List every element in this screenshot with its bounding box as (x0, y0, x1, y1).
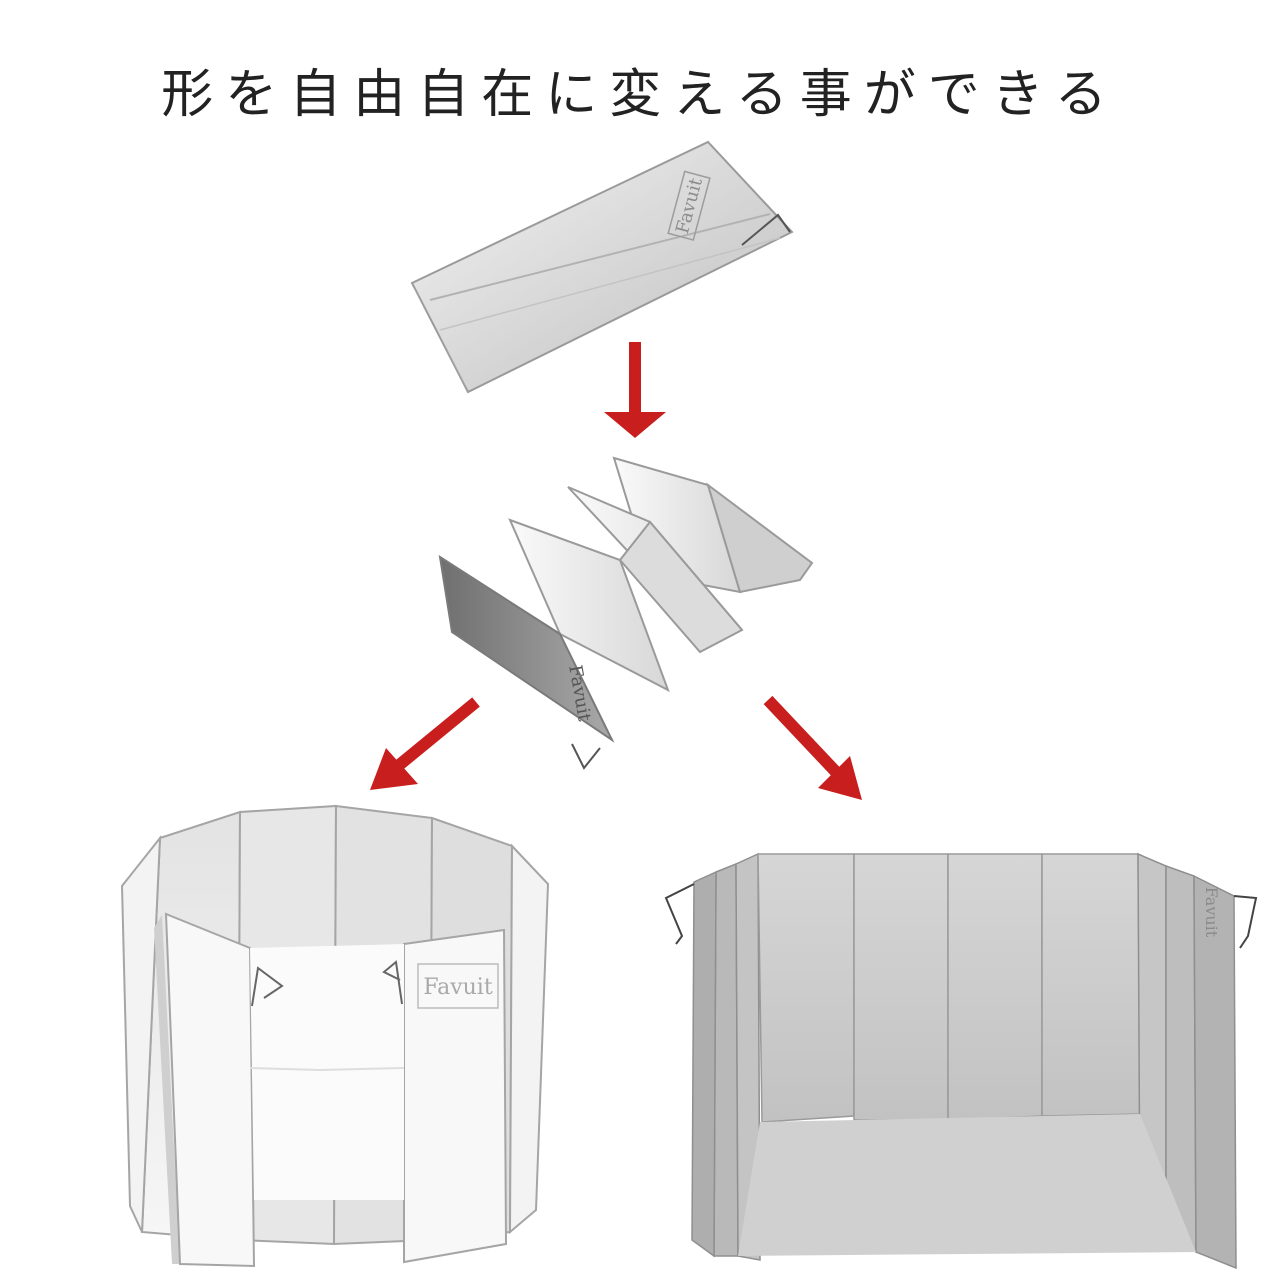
u-shape-windscreen: Favuit (664, 852, 1258, 1270)
folded-windscreen: Favuit (410, 140, 794, 394)
down-left-arrow-icon (370, 697, 480, 790)
page-title: 形を自由自在に変える事ができる (161, 65, 1119, 125)
circular-windscreen: Favuit (120, 804, 550, 1268)
zigzag-windscreen: Favuit (438, 456, 814, 770)
down-right-arrow-icon (763, 695, 862, 800)
down-arrow-icon (604, 342, 666, 438)
brand-label-circular: Favuit (423, 975, 493, 1000)
brand-label-ushape: Favuit (1202, 887, 1221, 938)
